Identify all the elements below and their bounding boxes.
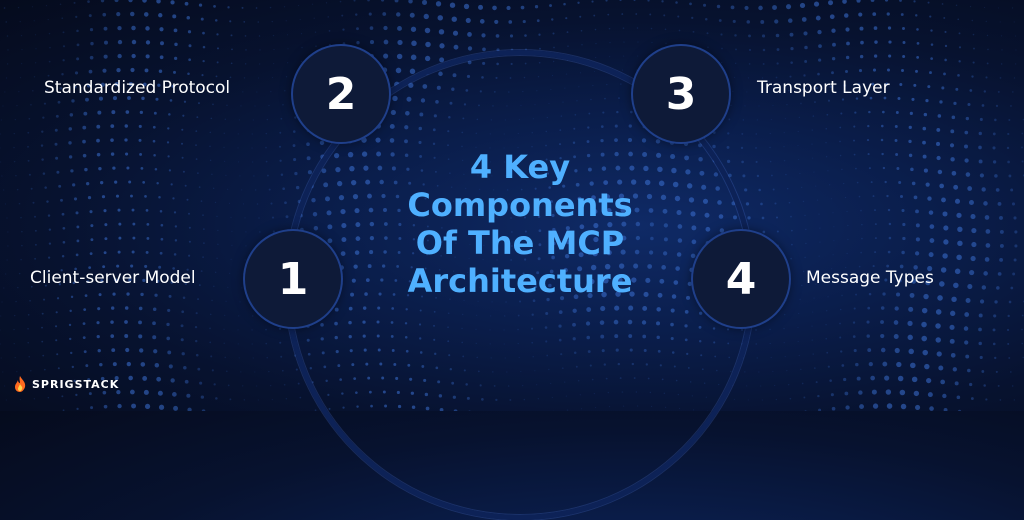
- brand-logo: SPRIGSTACK: [14, 376, 119, 392]
- center-title: 4 Key Components Of The MCP Architecture: [395, 148, 645, 300]
- label-client-server-model: Client-server Model: [30, 268, 196, 288]
- node-4: 4: [693, 231, 789, 327]
- flame-logo-icon: [14, 376, 26, 392]
- node-4-number: 4: [726, 254, 757, 305]
- center-title-line-4: Architecture: [395, 262, 645, 300]
- node-2: 2: [293, 46, 389, 142]
- node-1-number: 1: [278, 254, 309, 305]
- node-3-number: 3: [666, 69, 697, 120]
- brand-name: SPRIGSTACK: [32, 378, 119, 391]
- node-1: 1: [245, 231, 341, 327]
- node-3: 3: [633, 46, 729, 142]
- node-2-number: 2: [326, 69, 357, 120]
- center-title-line-3: Of The MCP: [395, 224, 645, 262]
- center-title-line-1: 4 Key: [395, 148, 645, 186]
- label-standardized-protocol: Standardized Protocol: [44, 78, 230, 98]
- label-transport-layer: Transport Layer: [757, 78, 890, 98]
- center-title-line-2: Components: [395, 186, 645, 224]
- label-message-types: Message Types: [806, 268, 934, 288]
